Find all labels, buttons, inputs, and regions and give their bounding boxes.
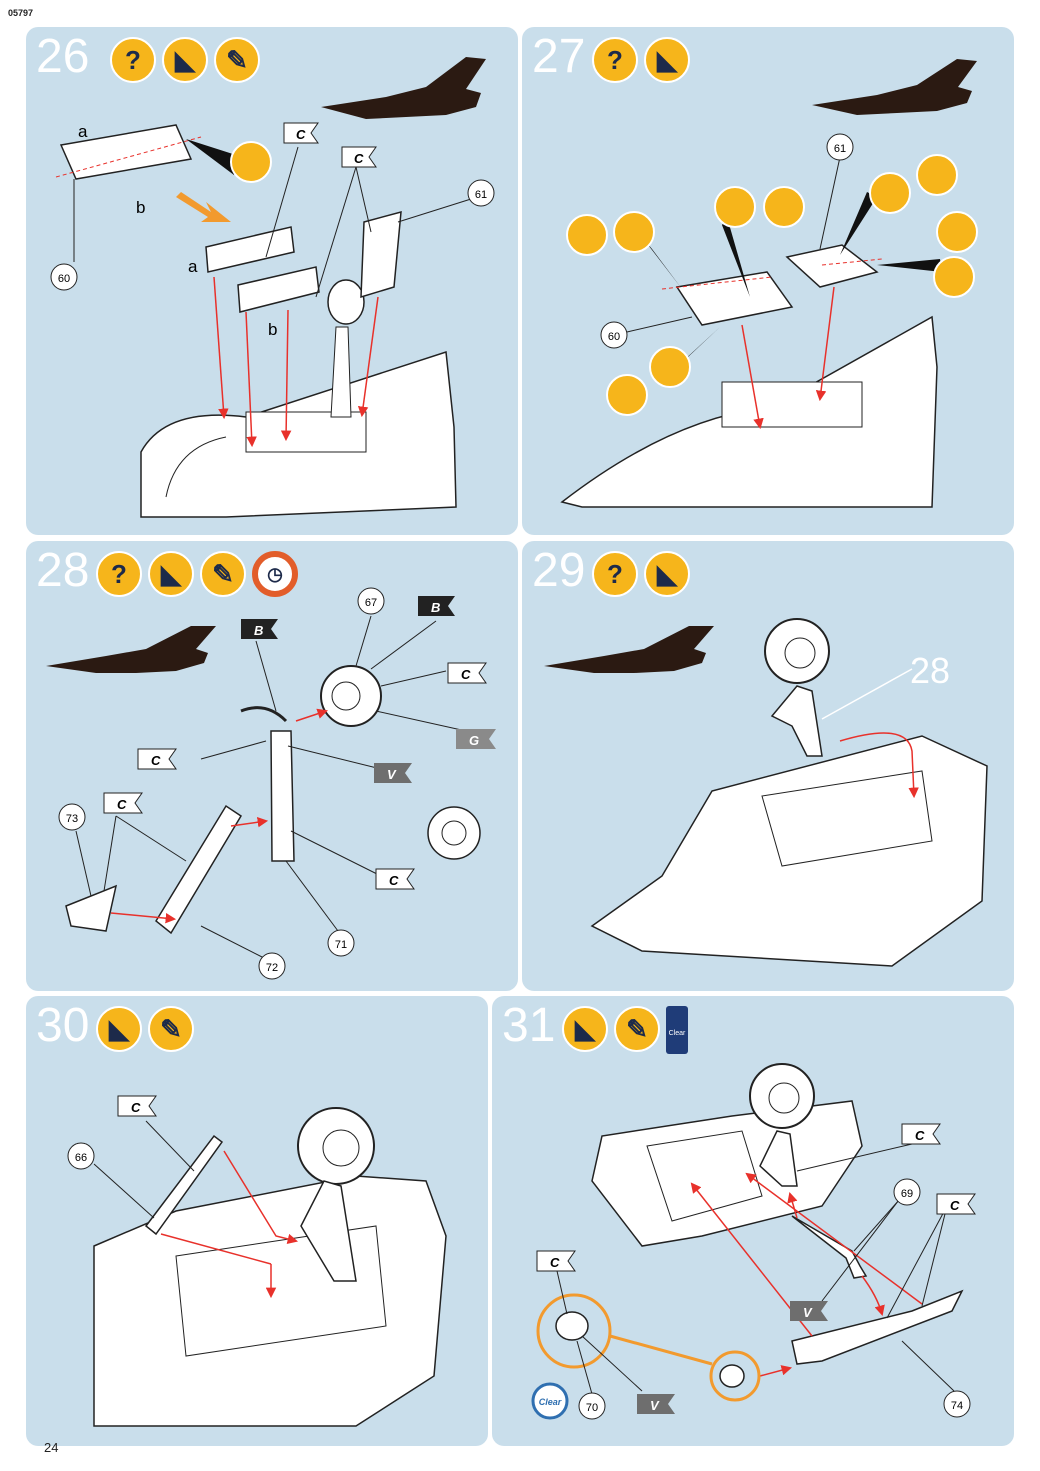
sand-icons <box>566 154 978 416</box>
part-number-67: 67 <box>365 597 377 609</box>
step-28-panel: 67 73 72 71 B B C C C C G V 28 ? ◣ ✎ ◷ <box>26 541 518 991</box>
step-28-drawing: 67 73 72 71 B B C C C C G V <box>46 587 496 980</box>
step-number: 28 <box>36 544 90 597</box>
part-number-61: 61 <box>834 143 846 155</box>
paint-brush-icon: ✎ <box>148 1006 194 1052</box>
part-door-a <box>205 226 295 273</box>
color-code-c-4: C <box>389 873 399 888</box>
part-number-66: 66 <box>75 1152 87 1164</box>
reference-step-28: 28 <box>910 650 950 691</box>
color-code-c: C <box>296 127 306 142</box>
part-number-60: 60 <box>58 273 70 285</box>
step-26-panel: 60 61 a b a b C C 26 ? ◣ ✎ <box>26 27 518 535</box>
color-code-c-3: C <box>950 1198 960 1213</box>
step-27-panel: 61 60 27 ? ◣ <box>522 27 1014 535</box>
direction-arrow <box>176 192 231 222</box>
gear-strut <box>330 326 352 418</box>
paint-brush-icon: ✎ <box>214 37 260 83</box>
glue-icon: ◣ <box>644 551 690 597</box>
part-69-rod <box>791 1215 868 1279</box>
color-code-c: C <box>461 667 471 682</box>
color-code-g: G <box>469 733 479 748</box>
question-icon: ? <box>592 551 638 597</box>
label-a-door: a <box>188 257 198 276</box>
glue-callout-icons <box>613 172 975 388</box>
label-b: b <box>136 198 145 217</box>
gear-strut <box>300 1180 357 1282</box>
part-number-61: 61 <box>475 189 487 201</box>
part-66-retraction-strut <box>144 1134 224 1236</box>
bottle-label: Clear <box>668 1030 686 1037</box>
question-icon: ? <box>96 551 142 597</box>
part-73-bracket <box>65 884 118 932</box>
clear-bottle-icon: Clear <box>666 1006 688 1054</box>
part-60-door <box>675 271 794 326</box>
aircraft-silhouette <box>812 59 977 115</box>
step-29-panel: 28 29 ? ◣ <box>522 541 1014 991</box>
step-26-drawing: 60 61 a b a b C C <box>50 57 495 518</box>
color-code-v-2: V <box>650 1398 660 1413</box>
aircraft-silhouette <box>544 626 714 673</box>
part-number-60: 60 <box>608 331 620 343</box>
step-number: 29 <box>532 544 586 597</box>
color-code-c-2: C <box>915 1128 925 1143</box>
part-number-71: 71 <box>335 939 347 951</box>
part-61-door <box>360 210 402 299</box>
question-icon: ? <box>592 37 638 83</box>
nose-wheel <box>327 279 365 325</box>
aircraft-silhouette <box>46 626 216 673</box>
paint-brush-icon: ✎ <box>614 1006 660 1052</box>
color-code-v: V <box>387 767 397 782</box>
color-code-c-2: C <box>354 151 364 166</box>
question-icon: ? <box>110 37 156 83</box>
color-code-c-2: C <box>151 753 161 768</box>
step-30-panel: 66 C 30 ◣ ✎ <box>26 996 488 1446</box>
page-number: 24 <box>44 1440 59 1455</box>
color-code-c: C <box>131 1100 141 1115</box>
color-code-c: C <box>550 1255 560 1270</box>
gear-strut <box>759 1130 798 1187</box>
step-29-drawing: 28 <box>544 618 988 967</box>
part-71-strut <box>270 730 295 862</box>
part-number-69: 69 <box>901 1188 913 1200</box>
part-number-72: 72 <box>266 962 278 974</box>
glue-icon: ◣ <box>644 37 690 83</box>
aircraft-silhouette <box>321 57 486 119</box>
glue-callout-icon <box>230 141 272 183</box>
glue-icon: ◣ <box>148 551 194 597</box>
glue-icon: ◣ <box>162 37 208 83</box>
glue-icon: ◣ <box>562 1006 608 1052</box>
color-code-b-2: B <box>431 600 440 615</box>
step-number: 27 <box>532 30 586 83</box>
glue-icon: ◣ <box>96 1006 142 1052</box>
label-a: a <box>78 122 88 141</box>
step-number: 26 <box>36 30 90 83</box>
step-30-drawing: 66 C <box>67 1095 447 1427</box>
clock-icon: ◷ <box>252 551 298 597</box>
clear-badge: Clear <box>539 1397 562 1407</box>
part-74-door <box>791 1289 964 1365</box>
part-61-door <box>785 244 879 288</box>
detail-callout-large <box>536 1293 612 1369</box>
part-number-73: 73 <box>66 813 78 825</box>
color-code-b: B <box>254 623 263 638</box>
step-number: 31 <box>502 999 556 1052</box>
part-number-74: 74 <box>951 1400 963 1412</box>
color-code-v: V <box>803 1305 813 1320</box>
gear-strut <box>770 685 823 757</box>
step-number: 30 <box>36 999 90 1052</box>
product-code: 05797 <box>8 8 34 18</box>
detail-callout-small <box>709 1350 761 1402</box>
part-number-70: 70 <box>586 1402 598 1414</box>
step-27-drawing: 61 60 <box>560 59 978 508</box>
color-code-c-3: C <box>117 797 127 812</box>
part-60-door <box>59 124 193 180</box>
label-b-door: b <box>268 320 277 339</box>
step-31-panel: 69 70 74 C C C V V Clear 31 ◣ ✎ Clear <box>492 996 1014 1446</box>
paint-brush-icon: ✎ <box>200 551 246 597</box>
part-72-door <box>155 804 243 935</box>
step-31-drawing: 69 70 74 C C C V V Clear <box>531 1063 976 1420</box>
part-door-b <box>237 266 320 313</box>
part-70-lens <box>555 1311 589 1341</box>
